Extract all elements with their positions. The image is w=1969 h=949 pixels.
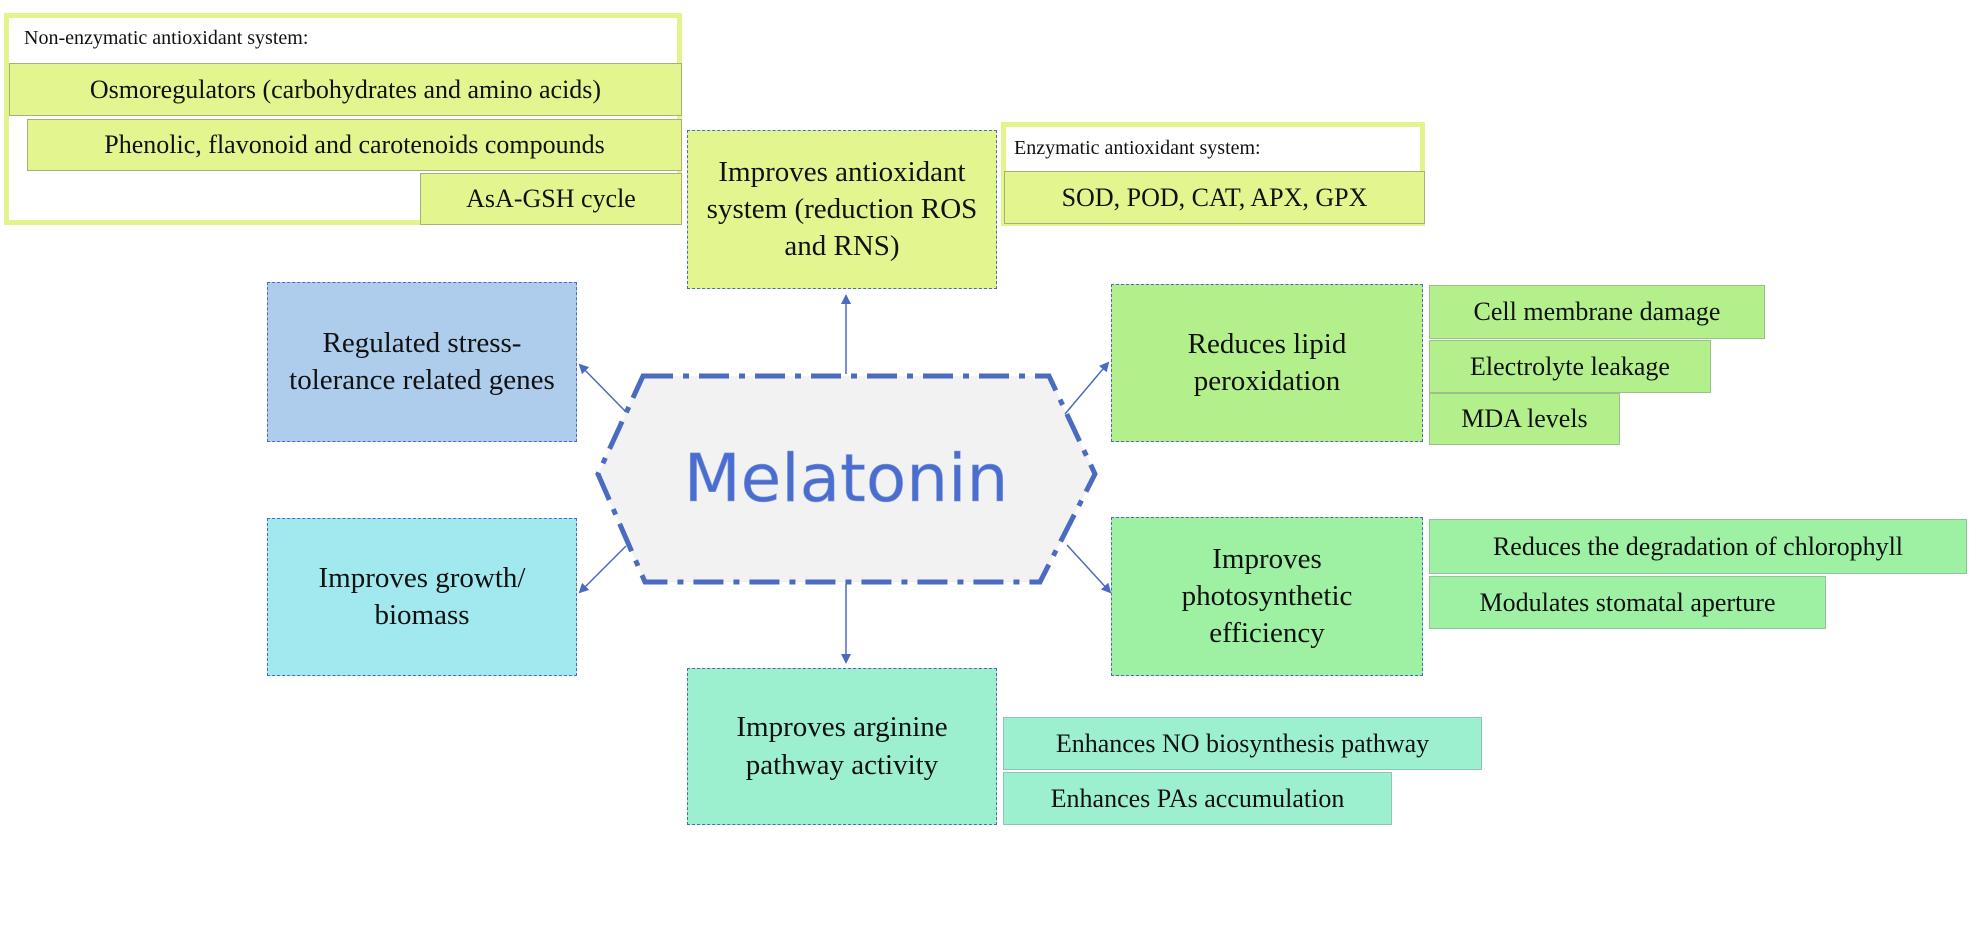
- non-enzymatic-item-asa-gsh: AsA-GSH cycle: [420, 173, 682, 225]
- node-lipid-text: Reduces lipid peroxidation: [1187, 327, 1347, 397]
- node-growth-text: Improves growth/ biomass: [318, 561, 526, 631]
- arrow-to-genes: [578, 363, 627, 413]
- node-photosynthetic: Improves photosynthetic efficiency: [1111, 517, 1423, 676]
- arginine-effect-pas: Enhances PAs accumulation: [1003, 772, 1392, 825]
- enzymatic-item-enzymes: SOD, POD, CAT, APX, GPX: [1004, 171, 1425, 224]
- non-enzymatic-item-phenolic: Phenolic, flavonoid and carotenoids comp…: [27, 119, 682, 171]
- arrow-to-lipid: [1064, 361, 1110, 415]
- melatonin-label: Melatonin: [684, 440, 1009, 517]
- node-arginine-text: Improves arginine pathway activity: [736, 711, 948, 781]
- arrow-to-photosynthetic: [1066, 544, 1112, 594]
- node-growth: Improves growth/ biomass: [267, 518, 577, 676]
- node-antioxidant-text: Improves antioxidant system (reduction R…: [706, 155, 978, 263]
- photo-effect-chlorophyll: Reduces the degradation of chlorophyll: [1429, 519, 1967, 574]
- lipid-effect-electrolyte: Electrolyte leakage: [1429, 340, 1711, 393]
- non-enzymatic-header-text: Non-enzymatic antioxidant system:: [24, 27, 309, 49]
- arrow-to-growth: [578, 545, 627, 594]
- node-photosynthetic-text: Improves photosynthetic efficiency: [1181, 542, 1353, 650]
- non-enzymatic-item-osmoregulators: Osmoregulators (carbohydrates and amino …: [9, 63, 682, 116]
- melatonin-hexagon: [595, 373, 1098, 585]
- lipid-effect-membrane: Cell membrane damage: [1429, 285, 1765, 339]
- photo-effect-stomatal: Modulates stomatal aperture: [1429, 576, 1826, 629]
- node-lipid: Reduces lipid peroxidation: [1111, 284, 1423, 442]
- node-genes: Regulated stress-tolerance related genes: [267, 282, 577, 442]
- non-enzymatic-header: Non-enzymatic antioxidant system:: [12, 21, 674, 61]
- enzymatic-header-text: Enzymatic antioxidant system:: [1014, 137, 1261, 159]
- node-arginine: Improves arginine pathway activity: [687, 668, 997, 825]
- arginine-effect-no: Enhances NO biosynthesis pathway: [1003, 717, 1482, 770]
- enzymatic-header: Enzymatic antioxidant system:: [1009, 130, 1417, 168]
- node-genes-text: Regulated stress-tolerance related genes: [289, 326, 555, 396]
- lipid-effect-mda: MDA levels: [1429, 393, 1620, 445]
- node-antioxidant: Improves antioxidant system (reduction R…: [687, 130, 997, 289]
